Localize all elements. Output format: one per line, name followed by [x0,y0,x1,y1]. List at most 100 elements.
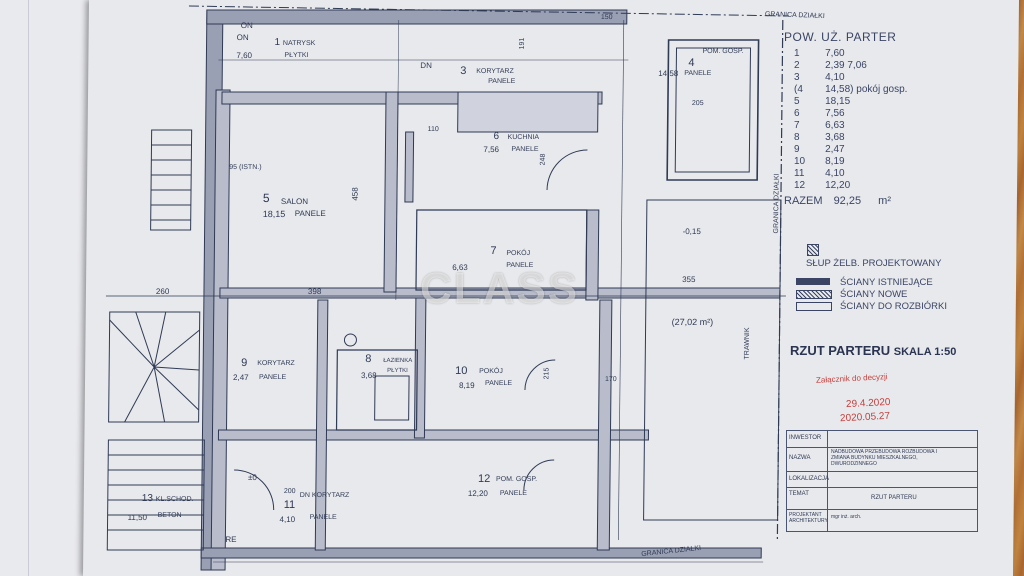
room-1-number: 1 [274,37,281,48]
room-8-area: 3,68 [361,371,377,380]
plan-title-text: RZUT PARTERU [790,343,891,358]
kitchen-counter [457,91,599,133]
room-4-floor: PANELE [684,70,712,77]
room-10-area: 8,19 [458,381,475,390]
room-11-floor: PANELE [309,514,337,521]
legend-room-area: 4,10 [825,72,845,83]
room-12-number: 12 [477,473,491,485]
lawn-label: TRAWNIK [743,327,752,360]
existing-walls-swatch [796,278,830,285]
room-1-floor: PŁYTKI [284,52,309,59]
room-13-floor: BETON [157,512,182,519]
demolition-walls-swatch [796,302,832,311]
legend-room-number: 7 [794,120,800,131]
legend-room-number: (4 [794,84,803,95]
re-label: RE [225,535,237,544]
dimension-398: 398 [307,287,322,296]
plan-title: RZUT PARTERU SKALA 1:50 [790,343,956,358]
title-block-investor-label: INWESTOR [789,435,822,441]
room-10-floor: PANELE [484,380,513,387]
floor-plan-drawing [105,5,789,571]
legend-symbol-existing: ŚCIANY ISTNIEJĄCE [840,277,933,288]
room-6-area: 7,56 [483,145,500,154]
room-3-name: KORYTARZ [476,68,514,75]
room-3-number: 3 [460,65,467,77]
room-9-area: 2,47 [233,373,249,382]
title-block-divider [827,431,828,531]
title-block-designer-value: mgr inż. arch. [831,514,862,520]
new-walls-swatch [796,290,832,299]
room-13-name: KL.SCHOD. [155,496,194,503]
legend-room-number: 6 [794,108,800,119]
legend-room-area: 7,56 [825,108,845,119]
legend-total-unit: m² [878,195,891,207]
dimension-355: 355 [682,275,696,284]
legend-room-number: 3 [794,72,800,83]
column-symbol-icon [807,244,819,256]
legend-room-area: 7,60 [825,48,845,59]
yard-area-label: (27,02 m²) [671,317,714,327]
legend-room-area: 12,20 [825,180,851,191]
legend-total-label: RAZEM [784,195,823,207]
dimension-150: 150 [600,14,613,21]
room-1-label: 1 NATRYSK [274,37,316,48]
level-zero-label: ±0 [247,473,257,482]
room-9-floor: PANELE [259,374,287,381]
level-minus-label: -0,15 [682,227,701,236]
door-swing-kitchen [546,149,588,191]
legend-room-number: 5 [794,96,800,107]
legend-room-area: 18,15 [825,96,851,107]
room-1-area: 7,60 [236,51,253,60]
legend-room-area: 14,58) pokój gosp. [825,84,908,95]
room-5-name: SALON [280,197,309,206]
room-7-outline [415,209,588,291]
legend-room-area: 4,10 [825,168,845,179]
yard-outline [643,199,782,521]
wall-room-12-right [596,299,613,551]
watermark-text: CLASS [420,264,580,313]
wall-lower-horizontal [217,429,650,441]
staircase-upper [150,129,193,231]
legend-symbol-demolition: ŚCIANY DO ROZBIÓRKI [840,301,947,312]
room-9-number: 9 [241,357,248,369]
legend-room-number: 2 [794,60,800,71]
legend-row: (4 14,58) pokój gosp. [784,84,917,96]
wall-room-7-right [585,209,600,301]
room-5-number: 5 [262,191,270,205]
dimension-248: 248 [539,153,547,166]
room-8-floor: PŁYTKI [387,368,408,374]
title-block-row-line [787,447,977,448]
title-block-row-line [787,487,977,488]
dn-label: DN [420,61,432,70]
toilet-symbol [343,333,357,347]
room-13-area: 11,50 [127,513,148,522]
dimension-95-istn: 95 (ISTN.) [229,164,262,171]
legend-room-area: 8,19 [825,156,845,167]
dimension-line-vertical-left [395,20,400,300]
room-4-inner-wall [674,47,752,173]
room-1-name: NATRYSK [282,40,316,47]
legend-symbol-column: SŁUP ŻELB. PROJEKTOWANY [806,258,942,269]
title-block-location-label: LOKALIZACJA [789,476,830,482]
legend-room-area: 2,47 [825,144,845,155]
kitchen-wall [404,131,415,203]
legend-room-number: 8 [794,132,800,143]
boundary-line-top [188,5,789,17]
room-6-number: 6 [493,131,500,142]
room-3-floor: PANELE [488,78,516,85]
title-block: INWESTOR NAZWA NADBUDOWA PRZEBUDOWA ROZB… [786,430,978,532]
room-6-floor: PANELE [511,146,539,153]
legend-room-area: 2,39 7,06 [825,60,867,71]
legend-total: RAZEM 92,25 m² [784,195,970,207]
legend-room-number: 1 [794,48,800,59]
dimension-170: 170 [605,376,617,383]
legend-row: 2 2,39 7,06 [784,60,917,72]
